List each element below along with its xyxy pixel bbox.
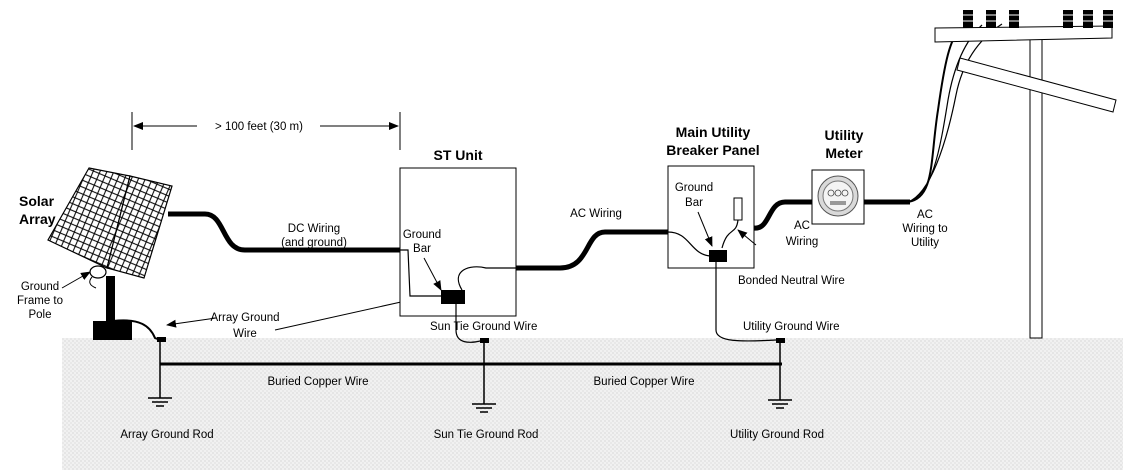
buried-copper-wire-label-1: Buried Copper Wire xyxy=(268,376,369,388)
ac-wiring-2-label-1: AC xyxy=(794,220,810,232)
ground-symbol-sun-tie xyxy=(472,403,496,413)
panel-ground-bar xyxy=(709,250,727,262)
utility-ground-wire-label: Utility Ground Wire xyxy=(743,321,840,333)
solar-array-label-2: Array xyxy=(19,211,56,227)
array-ground-rod-label: Array Ground Rod xyxy=(120,429,213,441)
st-ground-bar xyxy=(441,290,465,304)
panel-ground-bar-label-2: Bar xyxy=(685,197,703,209)
dc-wiring-label-2: (and ground) xyxy=(281,237,347,249)
sun-tie-ground-rod-label: Sun Tie Ground Rod xyxy=(434,429,539,441)
buried-copper-wire-label-2: Buried Copper Wire xyxy=(594,376,695,388)
ground-frame-label-1: Ground xyxy=(21,281,59,293)
distance-dimension: > 100 feet (30 m) xyxy=(131,112,401,150)
ground-symbol-utility xyxy=(768,399,792,409)
utility-meter-title-2: Meter xyxy=(825,145,863,161)
utility-meter xyxy=(811,169,865,225)
st-ground-bar-label-1: Ground xyxy=(403,229,441,241)
main-panel-title-1: Main Utility xyxy=(676,124,751,140)
ground-frame-label-2: Frame to xyxy=(17,295,63,307)
ac-to-utility-label-2: Wiring to xyxy=(902,223,947,235)
solar-array xyxy=(47,167,173,342)
ac-to-utility-label-1: AC xyxy=(917,209,933,221)
ground-frame-label-3: Pole xyxy=(28,309,51,321)
array-ground-wire-label-2: Wire xyxy=(233,328,257,340)
utility-ground-rod-label: Utility Ground Rod xyxy=(730,429,824,441)
dc-wiring-label-1: DC Wiring xyxy=(288,223,340,235)
ac-wire-2 xyxy=(753,199,812,231)
bonded-neutral-label: Bonded Neutral Wire xyxy=(738,275,845,287)
ground-symbol-array xyxy=(148,397,172,407)
array-ground-wire-label-1: Array Ground xyxy=(210,312,279,324)
ac-wiring-2-label-2: Wiring xyxy=(786,236,819,248)
panel-ground-bar-label-1: Ground xyxy=(675,182,713,194)
solar-array-label-1: Solar xyxy=(19,193,55,209)
ac-wiring-label-1: AC Wiring xyxy=(570,208,622,220)
dc-wire xyxy=(168,211,400,253)
ac-wire-to-utility xyxy=(864,27,961,203)
distance-label: > 100 feet (30 m) xyxy=(215,121,303,133)
sun-tie-ground-wire-label: Sun Tie Ground Wire xyxy=(430,321,537,333)
ac-wire-1 xyxy=(516,229,668,271)
st-unit-title: ST Unit xyxy=(434,147,483,163)
main-panel-title-2: Breaker Panel xyxy=(666,142,759,158)
utility-pole xyxy=(934,10,1117,339)
st-ground-bar-label-2: Bar xyxy=(413,243,431,255)
ac-to-utility-label-3: Utility xyxy=(911,237,939,249)
ground-soil xyxy=(62,338,1123,470)
utility-meter-title-1: Utility xyxy=(825,127,864,143)
